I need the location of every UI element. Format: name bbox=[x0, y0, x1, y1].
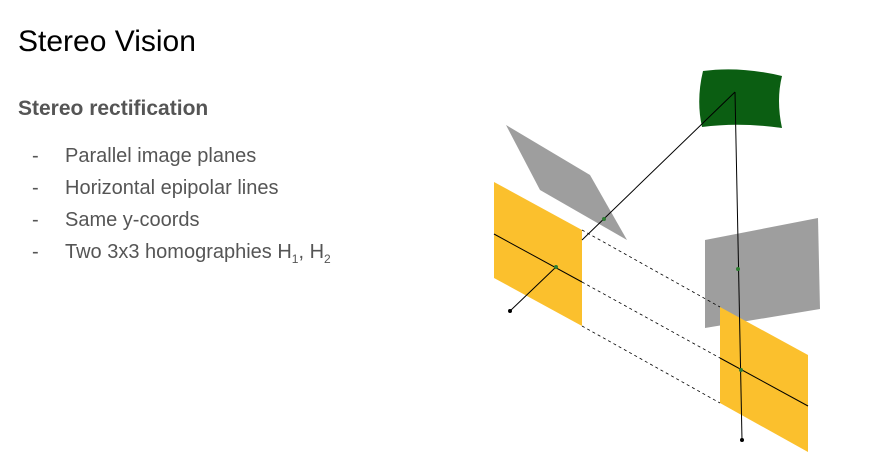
bullet-item: - Horizontal epipolar lines bbox=[32, 175, 331, 207]
bullet-text: Parallel image planes bbox=[65, 145, 257, 167]
subscript: 1 bbox=[291, 252, 299, 266]
bullet-list: - Parallel image planes - Horizontal epipo… bbox=[32, 143, 331, 271]
bullet-item: - Same y-coords bbox=[32, 207, 331, 239]
bullet-text: Horizontal epipolar lines bbox=[65, 177, 279, 199]
original-right-image-point bbox=[736, 267, 740, 271]
bullet-marker: - bbox=[32, 145, 39, 167]
original-right-image-plane bbox=[705, 218, 820, 328]
bullet-marker: - bbox=[32, 209, 39, 231]
right-camera-center bbox=[740, 438, 744, 442]
bullet-text: Two 3x3 homographies H bbox=[65, 241, 292, 263]
slide-title: Stereo Vision bbox=[18, 25, 196, 58]
rectified-left-image-point bbox=[554, 265, 558, 269]
bullet-item: - Two 3x3 homographies H1, H2 bbox=[32, 239, 331, 271]
correspondence-line-middle bbox=[581, 281, 721, 359]
subscript: 2 bbox=[324, 252, 331, 266]
rectified-left-image-plane bbox=[494, 182, 582, 326]
right-epipolar-line bbox=[719, 357, 809, 407]
bullet-marker: - bbox=[32, 177, 39, 199]
slide-subtitle: Stereo rectification bbox=[18, 97, 209, 120]
left-epipolar-line bbox=[493, 233, 583, 283]
rectified-right-image-plane bbox=[720, 307, 808, 452]
left-projection-ray bbox=[581, 91, 736, 241]
left-camera-ray bbox=[509, 266, 557, 312]
correspondence-line-top bbox=[581, 229, 721, 308]
bullet-marker: - bbox=[32, 241, 39, 263]
bullet-text-cont: , H bbox=[298, 241, 325, 263]
original-left-image-plane bbox=[506, 125, 627, 240]
bullet-text: Same y-coords bbox=[65, 209, 200, 231]
original-left-image-point bbox=[602, 217, 606, 221]
correspondence-line-bottom bbox=[581, 325, 721, 404]
right-projection-ray bbox=[734, 91, 743, 441]
scene-object bbox=[699, 69, 782, 128]
bullet-item: - Parallel image planes bbox=[32, 143, 331, 175]
rectified-right-image-point bbox=[739, 368, 743, 372]
left-camera-center bbox=[508, 309, 512, 313]
